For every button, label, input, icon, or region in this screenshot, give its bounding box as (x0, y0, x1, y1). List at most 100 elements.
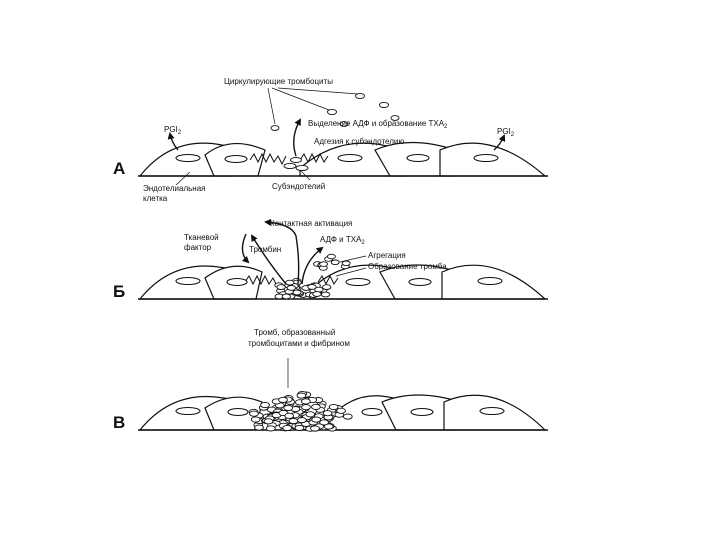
panel-a: А Циркулирующие тромбоциты Выделение АДФ… (113, 77, 548, 203)
platelet-cluster-b (274, 253, 351, 300)
label-tissue-factor-2: фактор (184, 243, 212, 252)
label-adp-txa: АДФ и ТХА2 (320, 235, 365, 246)
endothelium-b (138, 264, 548, 300)
adp-txa-arrow (301, 246, 324, 285)
contact-activation-arrow (264, 218, 300, 285)
platelet (276, 284, 286, 290)
label-pgi-left-main: PGI (164, 125, 178, 134)
platelet (330, 259, 340, 266)
platelet (312, 291, 322, 297)
subendothelium-fibers (244, 274, 339, 287)
label-pgi-right-main: PGI (497, 127, 511, 136)
tissue-factor-arrow (241, 233, 250, 264)
subendothelium-fibers (249, 152, 329, 166)
label-adhesion: Адгезия к субэндотелию (314, 137, 404, 146)
label-tissue-factor-1: Тканевой (184, 233, 219, 242)
platelet (341, 260, 351, 267)
platelet (296, 392, 307, 399)
platelet (311, 403, 321, 410)
label-adp-txa-main: АДФ и ТХА (320, 235, 362, 244)
platelet (297, 417, 307, 424)
platelet (320, 291, 331, 298)
label-pgi-left-subscript: 2 (178, 130, 182, 136)
label-circulating-platelets: Циркулирующие тромбоциты (224, 77, 333, 86)
platelet (322, 410, 333, 417)
platelet (250, 416, 261, 423)
cell-nucleus (477, 276, 503, 286)
label-release-subscript: 2 (444, 124, 448, 130)
platelet (285, 279, 295, 286)
label-pgi-right-subscript: 2 (511, 132, 515, 138)
adherent-platelet (283, 162, 297, 170)
cell-nucleus (226, 277, 248, 287)
platelet (283, 404, 294, 411)
endothelium-a (138, 141, 548, 177)
platelet (319, 261, 329, 267)
cell-nucleus (175, 406, 201, 416)
cell-nucleus (408, 277, 432, 287)
label-endothelial-cell-2: клетка (143, 194, 168, 203)
platelet (327, 108, 337, 116)
platelet (301, 404, 311, 411)
adherent-platelet (295, 164, 309, 172)
platelet (339, 121, 349, 127)
platelet (355, 92, 365, 100)
label-endothelial-cell-1: Эндотелиальная (143, 184, 206, 193)
cell-nucleus (345, 277, 371, 287)
platelet (286, 285, 296, 291)
label-thrombin: Тромбин (249, 245, 281, 254)
cell-nucleus (175, 153, 201, 163)
cell-nucleus (479, 406, 505, 416)
label-adp-txa-subscript: 2 (361, 240, 365, 246)
cell-nucleus (410, 407, 434, 417)
thrombus (248, 390, 353, 432)
platelet (390, 115, 400, 121)
platelet (342, 413, 353, 420)
platelet (288, 417, 299, 425)
platelet (307, 284, 317, 290)
panel-letter-a: А (113, 159, 125, 178)
cell-nucleus (473, 153, 499, 163)
cell-nucleus (227, 407, 249, 417)
platelet (284, 412, 295, 419)
label-thrombus-1: Тромб, образованный (254, 328, 335, 337)
platelet (294, 424, 305, 431)
platelet (265, 425, 276, 432)
label-release-main: Выделение АДФ и образование ТХА (308, 119, 445, 128)
panel-letter-b: Б (113, 282, 125, 301)
cell-nucleus (406, 153, 430, 163)
platelet (254, 424, 264, 431)
thrombin-arrow (250, 234, 287, 285)
pointer-line (267, 87, 359, 125)
pgi-left-arrow (167, 132, 179, 151)
platelet (328, 403, 339, 411)
platelet (379, 101, 389, 109)
panel-letter-c: В (113, 413, 125, 432)
platelet (319, 419, 329, 426)
platelet (263, 418, 274, 425)
label-pgi-left: PGI2 (164, 125, 182, 136)
adherent-platelet (290, 157, 302, 163)
platelet (281, 293, 291, 300)
label-contact-activation: Контактная активация (270, 219, 352, 228)
panel-c: В Тромб, образованный тромбоцитами и фиб… (113, 328, 548, 432)
pgi-right-arrow (493, 134, 506, 151)
cell-nucleus (337, 153, 363, 163)
platelet (326, 253, 336, 260)
platelet (249, 410, 259, 417)
cell-nucleus (224, 154, 248, 164)
panel-b: Б Контактная активация Тканевой фактор Т… (113, 218, 548, 301)
label-thrombus-formation: Образование тромба (368, 262, 447, 271)
release-arrow (293, 118, 301, 157)
label-thrombus-2: тромбоцитами и фибрином (248, 339, 350, 348)
platelet (323, 423, 334, 430)
label-release: Выделение АДФ и образование ТХА2 (308, 119, 448, 130)
platelet (310, 425, 320, 432)
label-aggregation: Агрегация (368, 251, 406, 260)
cell-nucleus (175, 276, 201, 286)
endothelium-c (138, 394, 548, 431)
platelet (305, 411, 316, 418)
platelet (311, 416, 322, 423)
